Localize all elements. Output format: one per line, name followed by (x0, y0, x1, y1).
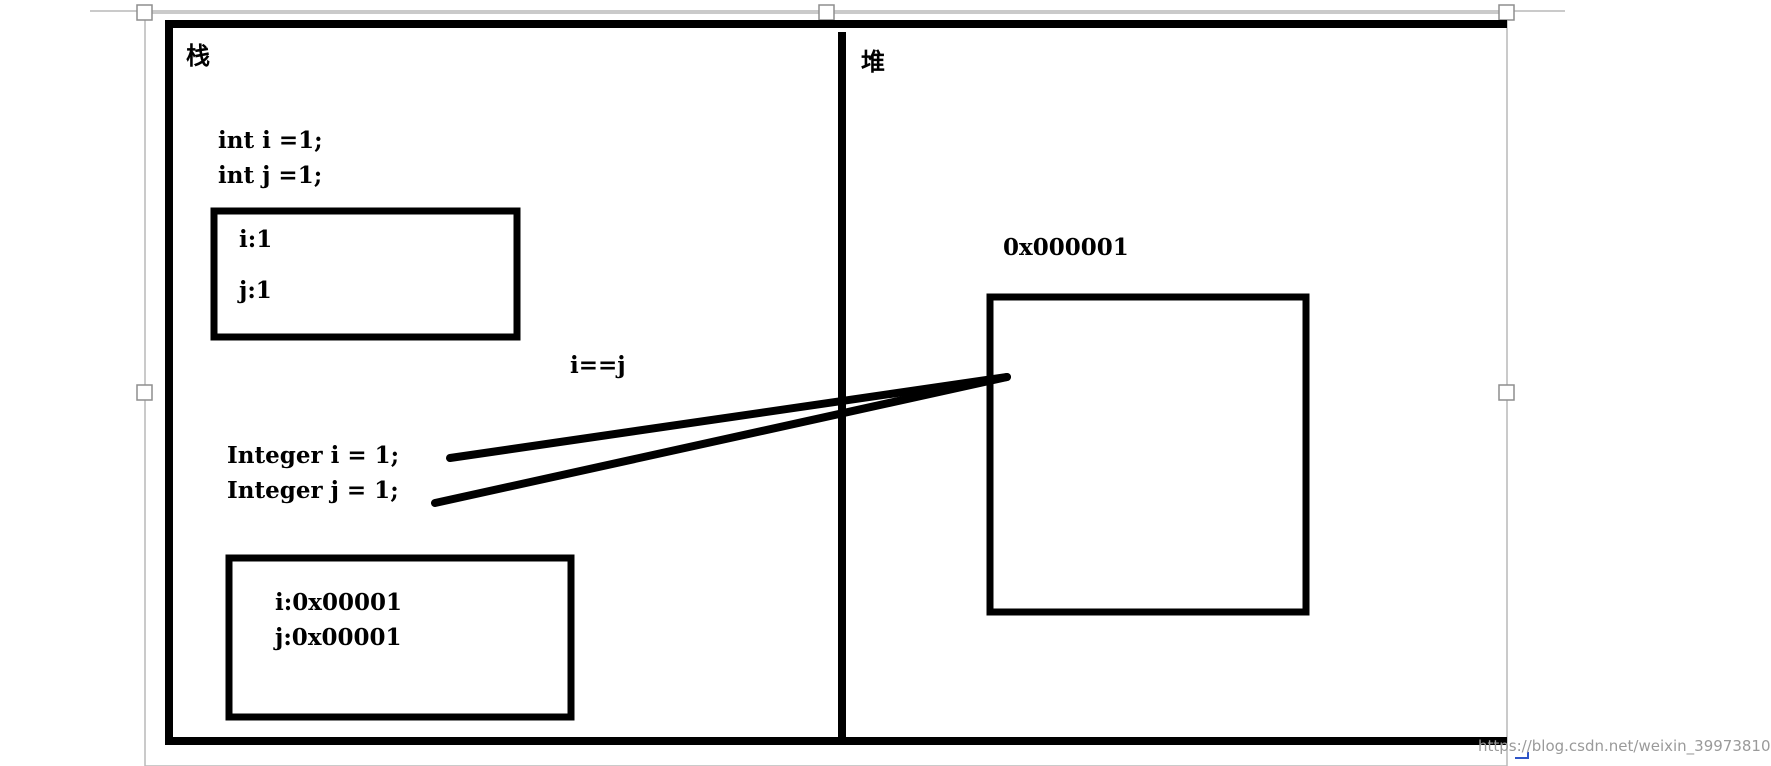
reference-i-value: i:0x00001 (275, 589, 402, 616)
reference-line-i (446, 373, 1011, 462)
int-j-declaration: int j =1; (218, 162, 323, 189)
heap-title: 堆 (861, 47, 885, 76)
integer-j-declaration: Integer j = 1; (227, 477, 399, 504)
heap-address-label: 0x000001 (1003, 234, 1129, 261)
resize-handle-middle-left[interactable] (136, 384, 153, 401)
reference-line-j (431, 373, 1011, 507)
reference-values-box (225, 554, 575, 721)
reference-j-value: j:0x00001 (275, 624, 402, 651)
resize-handle-top-left[interactable] (136, 4, 153, 21)
int-i-declaration: int i =1; (218, 127, 323, 154)
primitive-j-value: j:1 (239, 277, 272, 304)
heap-object-box (986, 293, 1310, 616)
return-mark-icon (1515, 752, 1529, 759)
stack-title: 栈 (186, 41, 210, 70)
resize-handle-middle-right[interactable] (1498, 384, 1515, 401)
watermark: https://blog.csdn.net/weixin_39973810 (1478, 737, 1771, 755)
resize-handle-top-center[interactable] (818, 4, 835, 21)
primitive-values-box (210, 207, 521, 341)
equality-expression: i==j (570, 352, 626, 379)
primitive-i-value: i:1 (239, 226, 273, 253)
integer-i-declaration: Integer i = 1; (227, 442, 400, 469)
resize-handle-top-right[interactable] (1498, 4, 1515, 21)
